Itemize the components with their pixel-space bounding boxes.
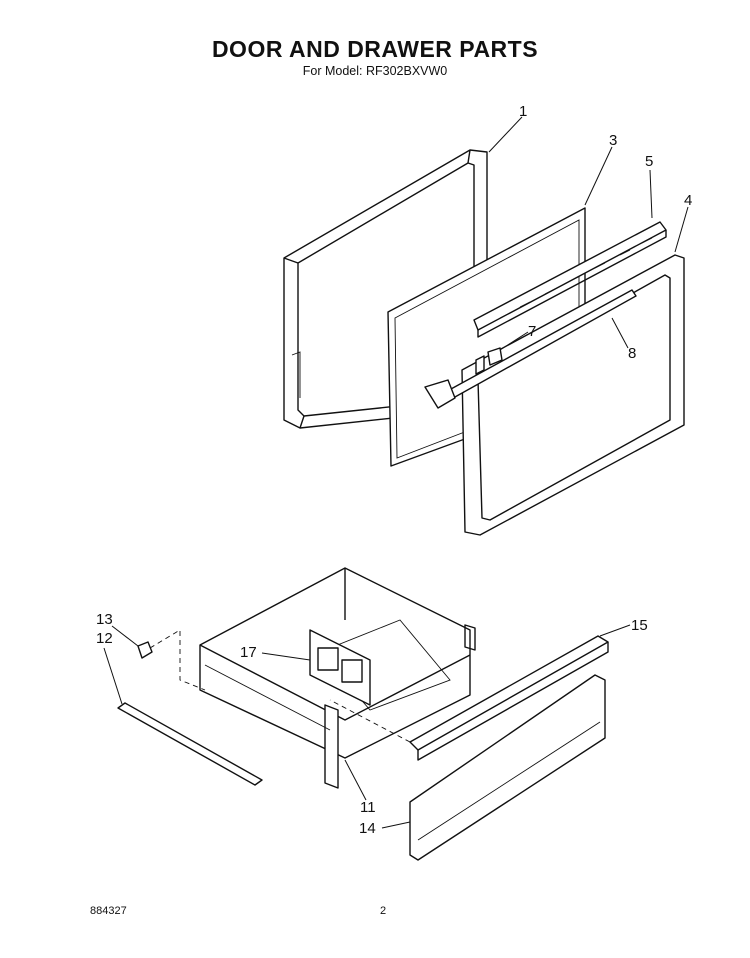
drawer-front-part [409, 674, 606, 861]
callout-11: 11 [360, 799, 376, 816]
callout-1: 1 [519, 103, 527, 120]
callout-4: 4 [684, 192, 692, 209]
rod-part [424, 289, 637, 409]
diagram-code: 884327 [90, 905, 127, 917]
callout-12: 12 [96, 630, 113, 647]
callout-17: 17 [240, 644, 257, 661]
page-number: 2 [380, 905, 387, 917]
callout-3: 3 [609, 132, 617, 149]
drawer-rail-part [329, 635, 609, 761]
leader-lines [103, 116, 689, 829]
callout-7: 7 [528, 323, 536, 340]
vent-strip-part [473, 221, 667, 338]
callout-8: 8 [628, 345, 636, 362]
model-subtitle: For Model: RF302BXVW0 [302, 64, 448, 78]
callout-13: 13 [96, 611, 113, 628]
callout-14: 14 [359, 820, 376, 837]
callout-5: 5 [645, 153, 653, 170]
callout-15: 15 [631, 617, 648, 634]
drawer-body-part [199, 567, 476, 789]
rail-strip-part [117, 702, 263, 786]
roller-clip-part [137, 629, 206, 691]
page-title: DOOR AND DRAWER PARTS [211, 36, 539, 62]
